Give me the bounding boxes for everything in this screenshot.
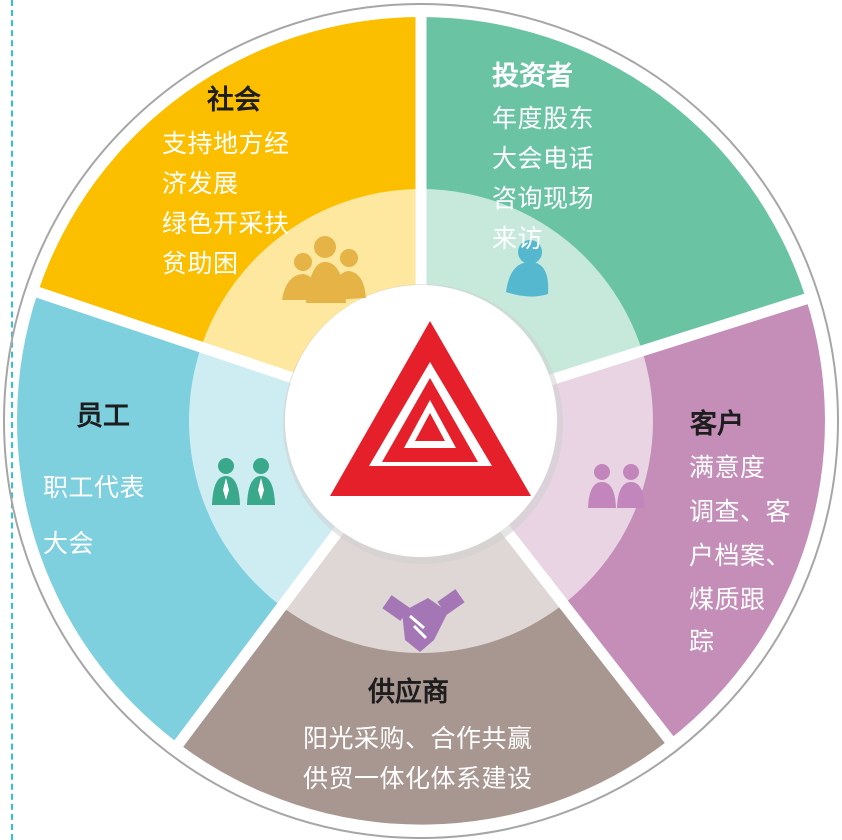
company-logo — [330, 321, 531, 496]
employee-line-1: 职工代表 — [43, 473, 146, 502]
investor-line-2: 大会电话 — [492, 144, 595, 173]
employees-icon — [212, 458, 275, 505]
society-title: 社会 — [207, 85, 261, 116]
employee-title: 员工 — [76, 401, 130, 432]
investor-title: 投资者 — [492, 61, 573, 92]
employee-line-2: 大会 — [43, 529, 95, 558]
customer-line-3: 户档案、 — [689, 541, 792, 570]
two-people-icon — [588, 464, 645, 508]
outer-ring — [3, 3, 839, 839]
person-icon — [506, 240, 549, 297]
center-circle — [285, 285, 557, 557]
investor-line-4: 来访 — [492, 224, 544, 253]
customer-line-2: 调查、客 — [689, 497, 792, 526]
customer-title: 客户 — [690, 409, 744, 440]
customer-line-1: 满意度 — [689, 453, 766, 482]
society-line-2: 济发展 — [162, 169, 239, 198]
investor-line-3: 咨询现场 — [492, 184, 595, 213]
customer-line-4: 煤质跟 — [689, 585, 766, 614]
society-line-3: 绿色开采扶 — [162, 209, 290, 238]
dashed-guide-line — [11, 0, 13, 840]
customer-line-5: 踪 — [689, 627, 715, 656]
supplier-title: 供应商 — [368, 677, 449, 708]
society-line-1: 支持地方经 — [162, 129, 290, 158]
supplier-line-1: 阳光采购、合作共赢 — [303, 724, 533, 753]
investor-line-1: 年度股东 — [492, 104, 595, 133]
people-group-icon — [282, 236, 366, 303]
handshake-icon — [382, 589, 465, 652]
society-line-4: 贫助困 — [162, 249, 239, 278]
supplier-line-2: 供贸一体化体系建设 — [303, 764, 533, 793]
